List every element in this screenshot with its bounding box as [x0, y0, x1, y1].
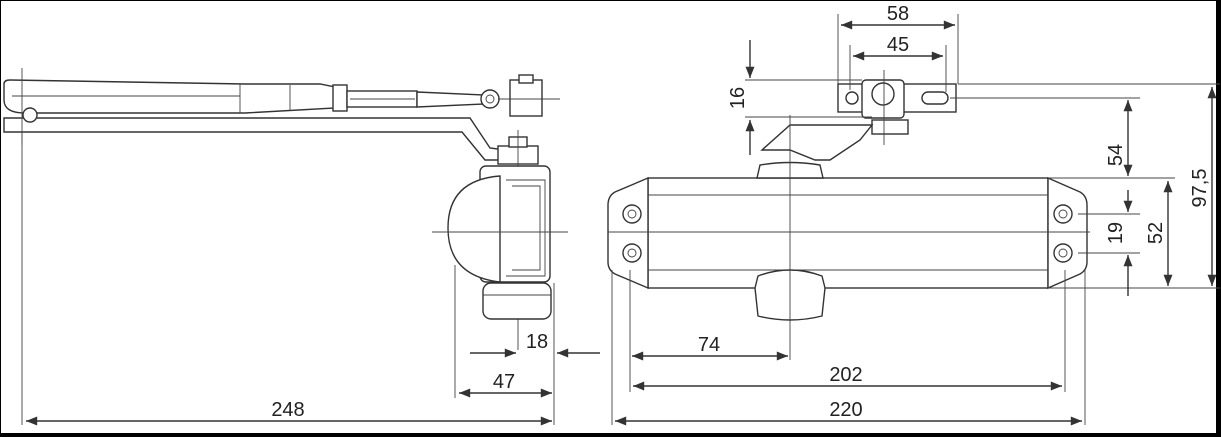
dim-label-16: 16 [727, 87, 749, 109]
dim-label-52: 52 [1145, 222, 1167, 244]
bracket [509, 79, 543, 117]
arm-extension [416, 91, 486, 108]
dim-label-18: 18 [526, 331, 548, 353]
dim-label-220: 220 [829, 399, 862, 421]
body-dome [447, 175, 501, 283]
side-view [3, 68, 568, 350]
dim-label-58: 58 [887, 3, 909, 25]
arm-clamp [332, 84, 348, 112]
body-base [482, 282, 552, 320]
right-endcap [1047, 176, 1088, 290]
arm-joint [480, 89, 500, 109]
dim-label-97-5: 97,5 [1189, 169, 1211, 208]
dim-label-47: 47 [493, 371, 515, 393]
screw-hole [1053, 204, 1073, 224]
arm-outline [3, 79, 336, 114]
dim-label-74: 74 [698, 334, 720, 356]
screw-hole [622, 204, 642, 224]
dim-label-202: 202 [829, 364, 862, 386]
dim-label-45: 45 [887, 34, 909, 56]
screw-hole [1053, 243, 1073, 263]
front-view [607, 70, 1090, 360]
left-endcap [607, 176, 649, 290]
dim-label-19: 19 [1105, 222, 1127, 244]
dim-label-54: 54 [1105, 144, 1127, 166]
front-lever [760, 124, 874, 161]
closer-body-front [647, 177, 1049, 289]
dim-label-248: 248 [271, 399, 304, 421]
screw-hole [622, 243, 642, 263]
